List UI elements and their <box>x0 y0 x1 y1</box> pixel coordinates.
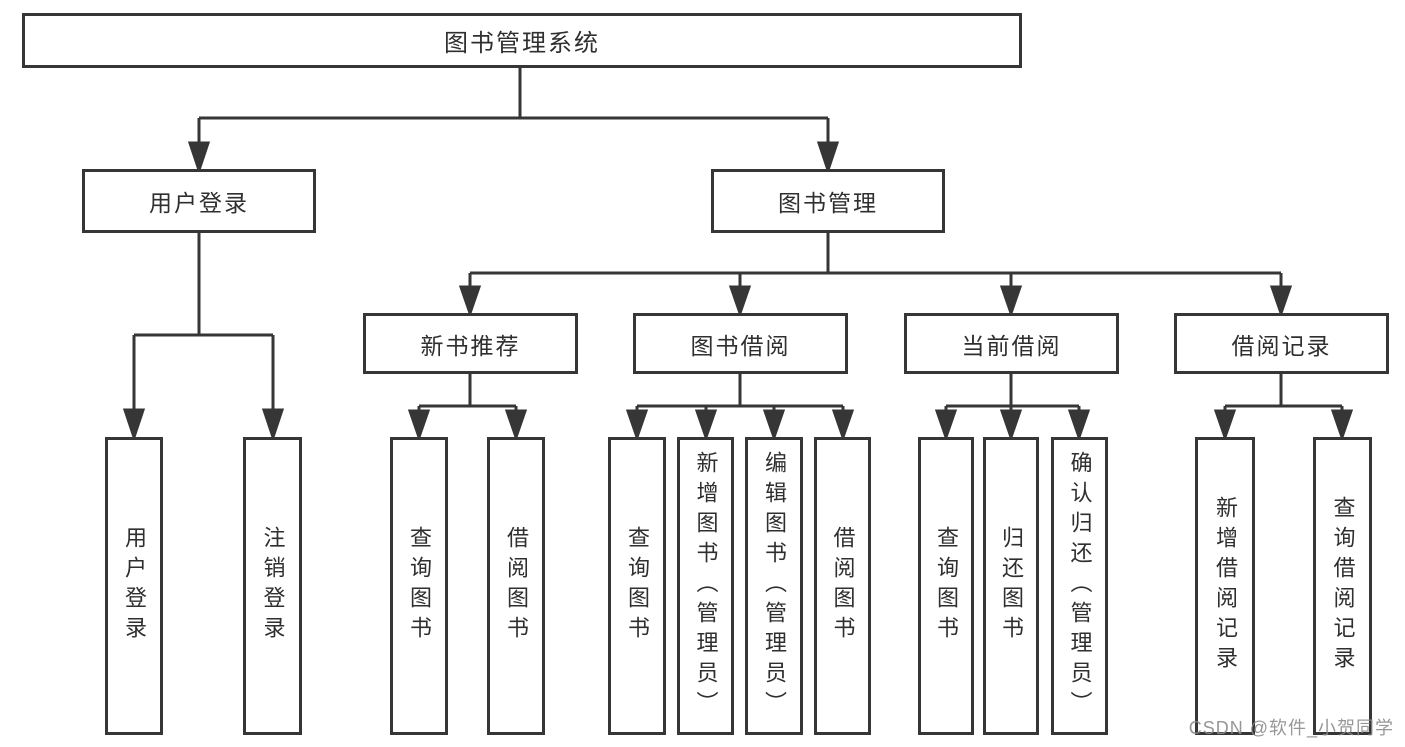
node-library-management-system: 图书管理系统 <box>22 13 1022 68</box>
watermark-text: CSDN @软件_小贺同学 <box>1188 718 1394 738</box>
node-library-management-system-label: 图书管理系统 <box>444 30 600 57</box>
leaf-borrowing-query-books-label: 查询图书 <box>625 526 650 646</box>
leaf-recommendation-borrow-books-label: 借阅图书 <box>504 526 529 646</box>
leaf-add-borrow-record-label: 新增借阅记录 <box>1213 496 1238 676</box>
leaf-recommendation-query-books-label: 查询图书 <box>407 526 432 646</box>
leaf-return-books: 归还图书 <box>983 437 1039 735</box>
leaf-borrowing-borrow-books-label: 借阅图书 <box>830 526 856 646</box>
leaf-borrowing-query-books: 查询图书 <box>608 437 666 735</box>
connector-current-borrowing-children <box>934 374 1091 442</box>
connector-user-login-children <box>122 233 285 442</box>
node-borrowing-records-label: 借阅记录 <box>1231 332 1332 359</box>
leaf-recommendation-query-books: 查询图书 <box>390 437 448 735</box>
leaf-edit-books-admin: 编辑图书（管理员） <box>745 437 803 735</box>
leaf-add-books-admin-label: 新增图书（管理员） <box>693 451 719 721</box>
connector-new-book-recommendation-children <box>407 374 528 442</box>
leaf-edit-books-admin-label: 编辑图书（管理员） <box>762 451 787 721</box>
leaf-current-query-books: 查询图书 <box>918 437 974 735</box>
leaf-current-query-books-label: 查询图书 <box>934 526 959 646</box>
leaf-add-borrow-record: 新增借阅记录 <box>1195 437 1255 735</box>
node-user-login-label: 用户登录 <box>149 190 249 216</box>
node-book-borrowing-label: 图书借阅 <box>690 332 791 359</box>
connector-borrowing-records-children <box>1213 374 1354 442</box>
node-new-book-recommendation-label: 新书推荐 <box>420 332 521 359</box>
leaf-recommendation-borrow-books: 借阅图书 <box>487 437 545 735</box>
connector-book-management-children <box>458 233 1293 318</box>
leaf-query-borrow-record: 查询借阅记录 <box>1313 437 1372 735</box>
leaf-borrowing-borrow-books: 借阅图书 <box>814 437 871 735</box>
leaf-user-login-label: 用户登录 <box>122 526 147 646</box>
node-current-borrowing-label: 当前借阅 <box>961 332 1062 359</box>
connector-root-to-level1 <box>187 66 840 175</box>
node-current-borrowing: 当前借阅 <box>904 313 1119 374</box>
connector-book-borrowing-children <box>625 374 855 442</box>
leaf-confirm-return-admin: 确认归还（管理员） <box>1051 437 1108 735</box>
node-book-management: 图书管理 <box>711 169 945 233</box>
leaf-user-login: 用户登录 <box>105 437 163 735</box>
leaf-add-books-admin: 新增图书（管理员） <box>677 437 734 735</box>
leaf-query-borrow-record-label: 查询借阅记录 <box>1330 496 1356 676</box>
node-book-borrowing: 图书借阅 <box>633 313 848 374</box>
node-book-management-label: 图书管理 <box>778 190 878 216</box>
node-borrowing-records: 借阅记录 <box>1174 313 1389 374</box>
node-user-login: 用户登录 <box>82 169 316 233</box>
node-new-book-recommendation: 新书推荐 <box>363 313 578 374</box>
leaf-confirm-return-admin-label: 确认归还（管理员） <box>1067 451 1093 721</box>
leaf-logout: 注销登录 <box>243 437 302 735</box>
leaf-return-books-label: 归还图书 <box>999 526 1024 646</box>
leaf-logout-label: 注销登录 <box>260 526 286 646</box>
